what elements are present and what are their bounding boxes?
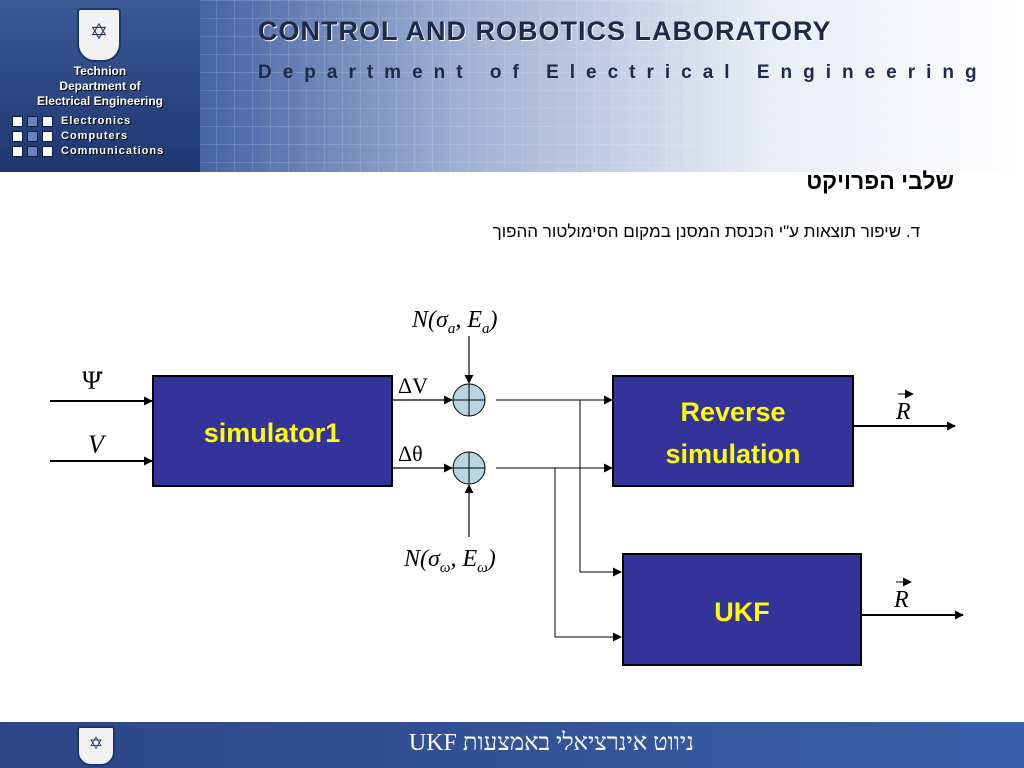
noise-top-sub2: a: [482, 321, 490, 337]
menu-item-computers: Computers: [12, 129, 128, 143]
simulator-label: simulator1: [204, 418, 341, 448]
noise-bottom-sigma: σ: [428, 546, 441, 572]
menu-item-label: Communications: [61, 145, 165, 157]
output-r-top-label: R: [895, 399, 911, 425]
square-icon: [12, 115, 23, 127]
technion-panel: Technion Department of Electrical Engine…: [0, 0, 200, 172]
menu-item-label: Computers: [61, 130, 129, 142]
technion-emblem-icon: [77, 8, 121, 62]
square-icon: [12, 130, 23, 142]
square-icon: [27, 115, 38, 127]
summer-top: [452, 383, 486, 417]
summer-bottom: [452, 451, 486, 485]
slide-title: שלבי הפרויקט: [806, 168, 954, 194]
simulator-block: [152, 375, 393, 487]
reverse-simulation-block: [612, 375, 854, 487]
ukf-label: UKF: [714, 597, 770, 627]
output-r-bottom: R: [893, 577, 912, 613]
square-icon: [12, 145, 23, 157]
technion-label: Technion: [73, 64, 127, 78]
noise-top-label: N(σa, Ea): [411, 307, 498, 337]
psi-dot-label: Ψ̇: [82, 366, 103, 395]
noise-bottom-n: N(: [403, 546, 430, 572]
department-title: Department of Electrical Engineering: [258, 62, 988, 83]
noise-top-n: N(: [411, 307, 438, 333]
technion-emblem-icon: [77, 726, 115, 766]
footer-title: ניווט אינרציאלי באמצעות UKF: [408, 730, 694, 756]
square-icon: [27, 145, 38, 157]
noise-bottom-comma: ,: [450, 546, 462, 572]
noise-top-e: E: [466, 307, 482, 333]
square-icon: [42, 115, 53, 127]
reverse-label-line2: simulation: [665, 439, 800, 469]
branch-top-to-ukf: [579, 400, 622, 577]
square-icon: [42, 145, 53, 157]
noise-bottom-sub2: ω: [477, 560, 488, 576]
branch-bottom-to-ukf: [554, 468, 622, 642]
menu-item-communications: Communications: [12, 144, 164, 158]
noise-bottom-e: E: [461, 546, 477, 572]
output-r-bottom-label: R: [893, 587, 909, 613]
footer-bar: ניווט אינרציאלי באמצעות UKF: [0, 722, 1024, 768]
output-r-top: R: [895, 389, 914, 425]
department-label: Department of: [59, 79, 141, 93]
delta-v-label: ΔV: [398, 373, 428, 398]
delta-theta-label: Δθ: [398, 441, 423, 466]
noise-top-comma: ,: [455, 307, 467, 333]
ukf-block: [622, 553, 862, 666]
reverse-label-line1: Reverse: [680, 397, 785, 427]
square-icon: [42, 130, 53, 142]
header-banner: Technion Department of Electrical Engine…: [0, 0, 1024, 172]
noise-bottom-label: N(σω, Eω): [403, 546, 496, 576]
noise-top-sigma: σ: [436, 307, 449, 333]
slide-subtitle: ד. שיפור תוצאות ע"י הכנסת המסנן במקום הס…: [492, 222, 920, 241]
menu-item-electronics: Electronics: [12, 114, 131, 128]
noise-top-close: ): [488, 307, 498, 333]
v-label: V: [88, 430, 107, 459]
ee-label: Electrical Engineering: [36, 94, 164, 108]
menu-item-label: Electronics: [61, 115, 132, 127]
noise-bottom-close: ): [486, 546, 496, 572]
noise-top-sub1: a: [448, 321, 456, 337]
noise-bottom-sub1: ω: [440, 560, 451, 576]
lab-title: CONTROL AND ROBOTICS LABORATORY: [258, 16, 832, 46]
square-icon: [27, 130, 38, 142]
